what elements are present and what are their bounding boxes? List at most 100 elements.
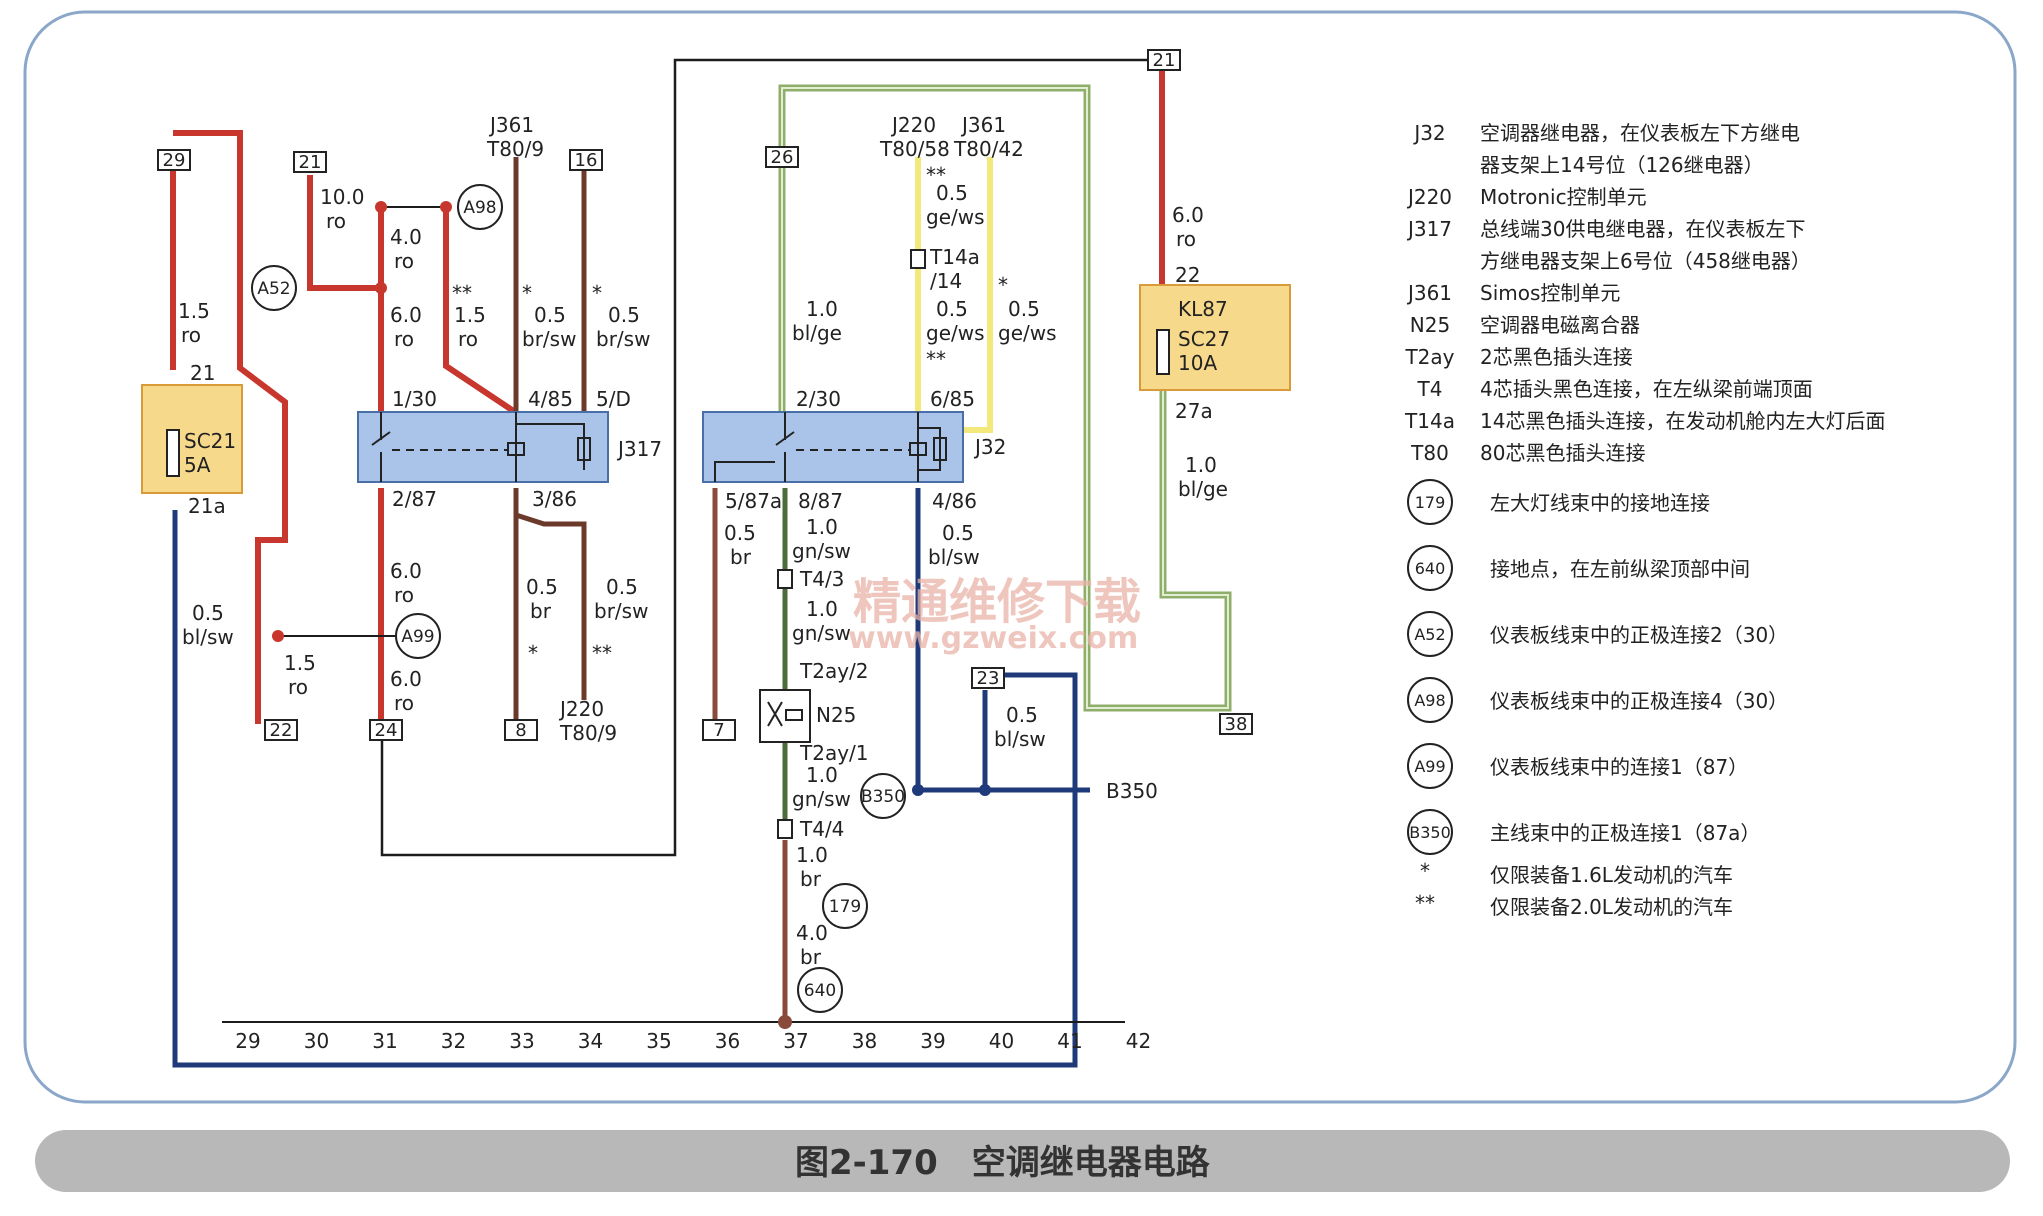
wire-size: 1.0	[806, 763, 838, 787]
legend-desc: Simos控制单元	[1480, 281, 1620, 305]
legend-desc: 方继电器支架上6号位（458继电器）	[1480, 249, 1811, 273]
sc27-kl87: KL87	[1178, 297, 1228, 321]
legend-circle-desc: 主线束中的正极连接1（87a）	[1490, 821, 1760, 845]
terminal-label: 21	[1153, 50, 1176, 71]
legend-circle-code: B350	[1409, 823, 1451, 842]
j32-pin-6-85: 6/85	[930, 387, 975, 411]
legend-circle-item: B350 主线束中的正极连接1（87a）	[1407, 809, 1760, 855]
wire-color: br/sw	[522, 327, 576, 351]
ref-j361-b: J361	[960, 113, 1006, 137]
wire-size: 1.0	[806, 297, 838, 321]
wire-color: br	[730, 545, 752, 569]
wire-size: 0.5	[608, 303, 640, 327]
terminal-t21b: 21	[1147, 49, 1181, 71]
ref-t2ay-1: T2ay/1	[799, 741, 869, 765]
ground-number: 35	[646, 1029, 671, 1053]
sc21-rating: 5A	[184, 453, 211, 477]
wire-color: ge/ws	[998, 321, 1057, 345]
legend-code: J220	[1406, 185, 1452, 209]
wire-color: bl/sw	[994, 727, 1046, 751]
legend-code: J361	[1406, 281, 1452, 305]
terminal-t29: 29	[157, 149, 191, 171]
ref-t80-58: T80/58	[879, 137, 950, 161]
legend-code: T2ay	[1404, 345, 1454, 369]
wire-red-10	[307, 175, 381, 291]
legend-circle-code: A98	[1414, 691, 1445, 710]
ref-b350: B350	[1106, 779, 1158, 803]
fuse-sc21	[141, 384, 243, 494]
legend-code: T80	[1410, 441, 1449, 465]
terminal-t24: 24	[369, 719, 403, 741]
sc27-rating: 10A	[1178, 351, 1217, 375]
terminal-t38: 38	[1219, 713, 1253, 735]
marker-c640: 640	[797, 967, 843, 1013]
marker-label: 179	[829, 897, 861, 917]
wire-size: 1.0	[806, 515, 838, 539]
wire-size: 1.0	[1185, 453, 1217, 477]
ground-number: 30	[304, 1029, 329, 1053]
wire-color: br	[530, 599, 552, 623]
wire-size: 0.5	[192, 601, 224, 625]
legend-note: *仅限装备1.6L发动机的汽车	[1420, 859, 1733, 887]
figure-caption: 图2-170 空调继电器电路	[795, 1143, 1211, 1183]
j32-pin-5-87a: 5/87a	[725, 489, 782, 513]
wire-size: 0.5	[606, 575, 638, 599]
wire-size: 0.5	[534, 303, 566, 327]
ground-number: 29	[235, 1029, 260, 1053]
note-mark: **	[926, 163, 946, 187]
wire-size: 0.5	[526, 575, 558, 599]
wire-size: 0.5	[1006, 703, 1038, 727]
wire-size: 4.0	[390, 225, 422, 249]
legend-note-mark: *	[1420, 859, 1430, 883]
wire-size: 4.0	[796, 921, 828, 945]
terminal-t23: 23	[971, 667, 1005, 689]
wire-size: 0.5	[1008, 297, 1040, 321]
legend-code: T14a	[1404, 409, 1455, 433]
ref-t80-9-b: T80/9	[559, 721, 617, 745]
marker-a98: A98	[457, 184, 503, 230]
wire-size: 6.0	[390, 559, 422, 583]
ground-number: 38	[852, 1029, 877, 1053]
terminal-t26: 26	[765, 146, 799, 168]
wire-color: br	[800, 945, 822, 969]
relay-j317	[357, 411, 609, 483]
wire-color: bl/ge	[1178, 477, 1228, 501]
diagram-frame	[23, 10, 2017, 1104]
ref-t4-3: T4/3	[799, 567, 844, 591]
terminal-label: 7	[713, 720, 724, 741]
note-mark: *	[522, 281, 532, 305]
j317-pin-5-d: 5/D	[596, 387, 631, 411]
wire-blue-left	[172, 510, 1078, 1068]
legend-note-mark: **	[1415, 891, 1435, 915]
legend-circle-desc: 仪表板线束中的正极连接2（30）	[1490, 623, 1788, 647]
n25-clutch	[759, 689, 811, 743]
ground-number: 40	[989, 1029, 1014, 1053]
j317-pin-2-87: 2/87	[392, 487, 437, 511]
legend-note-desc: 仅限装备2.0L发动机的汽车	[1490, 895, 1733, 919]
wire-size: 1.0	[796, 843, 828, 867]
terminal-label: 21	[299, 152, 322, 173]
ref-j220: J220	[890, 113, 936, 137]
marker-label: A99	[401, 627, 434, 647]
watermark-text: 精通维修下载	[853, 574, 1141, 630]
wire-color: ro	[458, 327, 478, 351]
legend-item: J361 Simos控制单元	[1406, 281, 1620, 305]
wire-size: 0.5	[936, 181, 968, 205]
caption-bar	[35, 1130, 2010, 1192]
ground-number: 32	[441, 1029, 466, 1053]
ref-t4-4: T4/4	[799, 817, 844, 841]
wire-color: br/sw	[596, 327, 650, 351]
j317-label: J317	[616, 437, 662, 461]
